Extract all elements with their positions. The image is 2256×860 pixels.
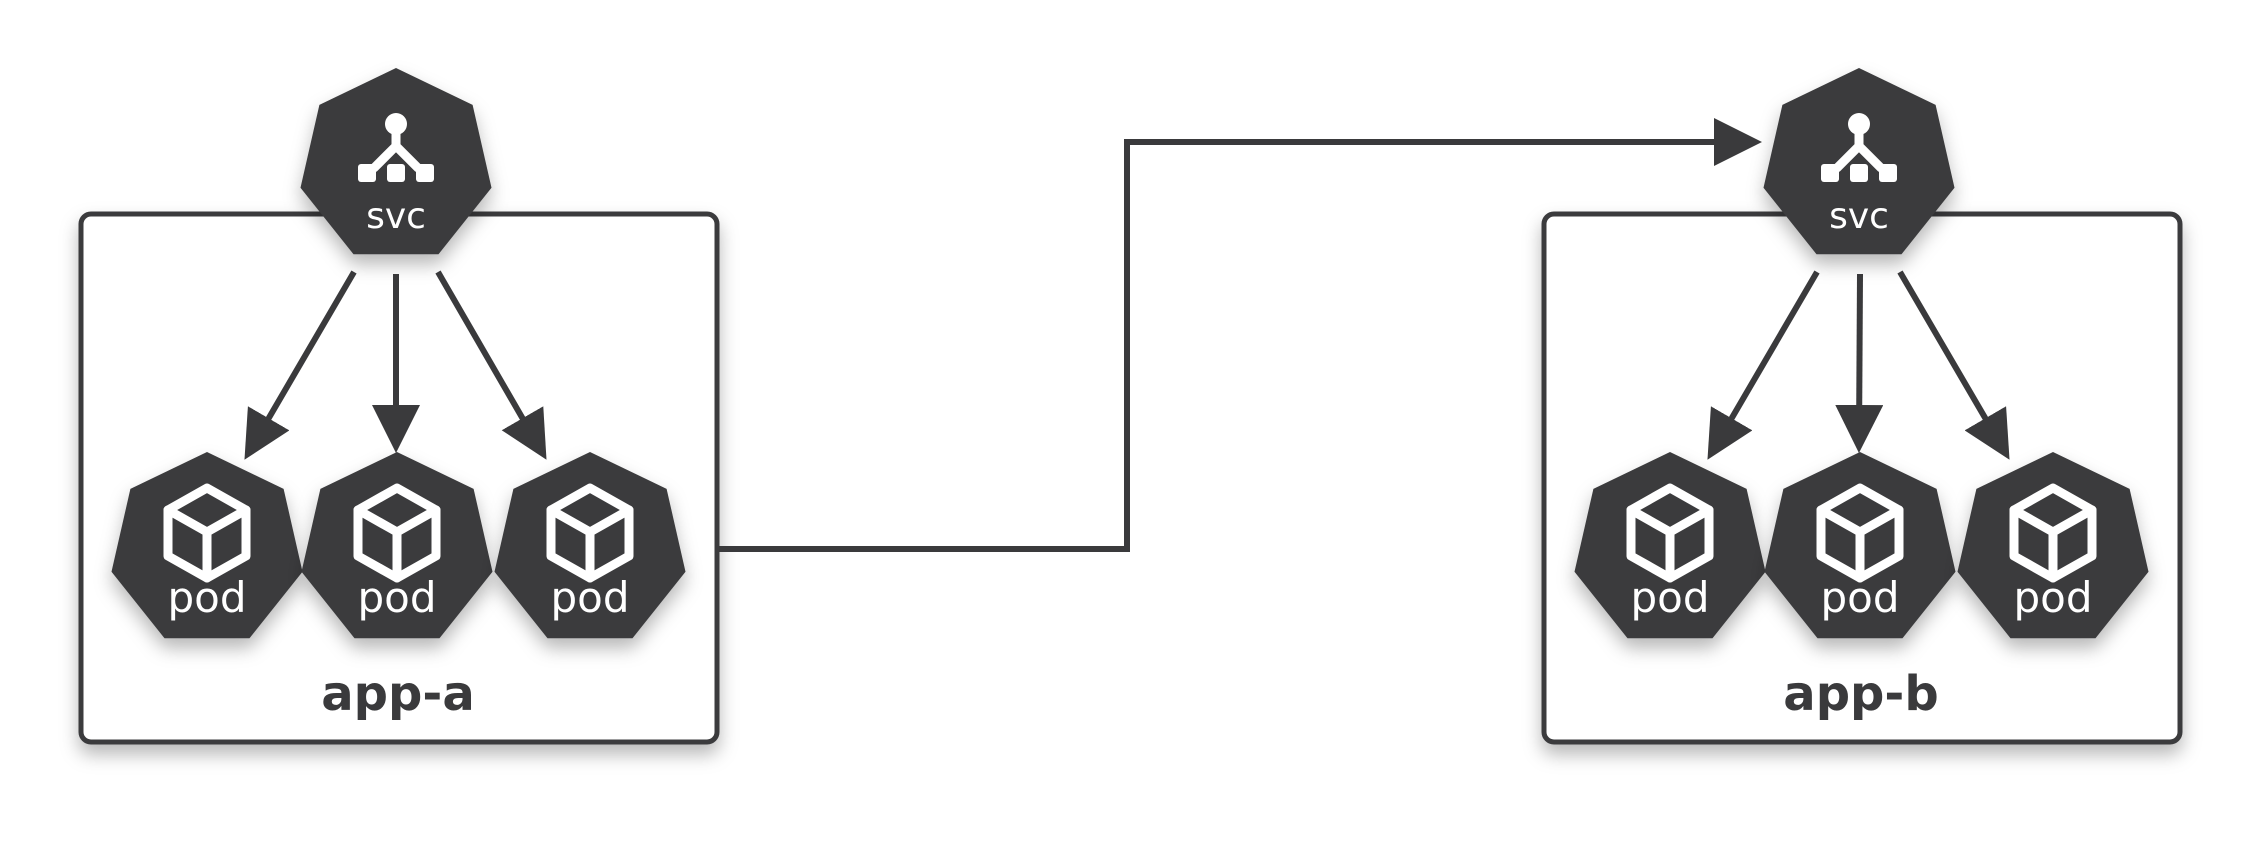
app-a-pod-3-label: pod bbox=[550, 573, 629, 622]
app-a-pod-1-label: pod bbox=[167, 573, 246, 622]
edge-app-a-svc-pod-1 bbox=[244, 270, 357, 460]
edge-app-b-svc-pod-2 bbox=[1835, 273, 1884, 453]
edge-app-a-svc-pod-3 bbox=[435, 270, 547, 460]
app-a-service-arrows bbox=[244, 270, 547, 460]
app-b-label: app-b bbox=[1783, 666, 1938, 722]
app-a-pod-2-label: pod bbox=[357, 573, 436, 622]
edge-app-b-svc-pod-3 bbox=[1897, 270, 2010, 460]
edge-app-b-svc-pod-1 bbox=[1707, 270, 1820, 460]
app-a-service-label: svc bbox=[366, 196, 426, 237]
app-b-service-label: svc bbox=[1829, 196, 1889, 237]
app-b-pod-3-label: pod bbox=[2013, 573, 2092, 622]
app-a-label: app-a bbox=[321, 666, 474, 722]
edge-app-a-to-app-b-svc bbox=[719, 118, 1762, 552]
app-b-pod-1-label: pod bbox=[1630, 573, 1709, 622]
app-b-pod-2-label: pod bbox=[1820, 573, 1899, 622]
app-b-service-arrows bbox=[1707, 270, 2010, 460]
